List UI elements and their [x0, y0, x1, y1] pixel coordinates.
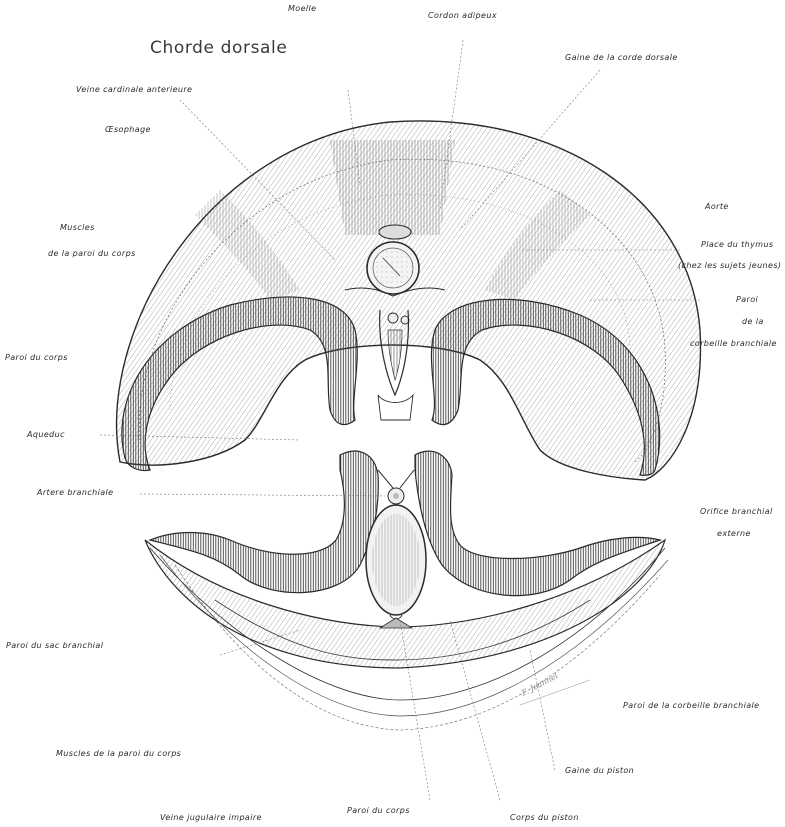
label-paroi-corbeille-3: corbeille branchiale	[690, 340, 777, 348]
label-paroi-corbeille-bottom: Paroi de la corbeille branchiale	[623, 702, 759, 710]
spinal-cord	[379, 225, 411, 239]
label-place-thymus: Place du thymus	[701, 241, 773, 249]
label-aqueduc: Aqueduc	[27, 431, 65, 439]
label-sujets-jeunes: (chez les sujets jeunes)	[678, 262, 781, 270]
label-veine-cardinale: Veine cardinale anterieure	[76, 86, 192, 94]
label-cordon-adipeux: Cordon adipeux	[428, 12, 497, 20]
label-gaine-piston: Gaine du piston	[565, 767, 634, 775]
label-aorte: Aorte	[705, 203, 729, 211]
label-paroi-corbeille-2: de la	[742, 318, 764, 326]
label-chorde-dorsale: Chorde dorsale	[150, 40, 287, 57]
dorsal-body-section	[117, 121, 701, 480]
label-moelle: Moelle	[288, 5, 317, 13]
label-paroi-corps-left: Paroi du corps	[5, 354, 68, 362]
label-veine-jugulaire: Veine jugulaire impaire	[160, 814, 262, 822]
label-oesophage: Œsophage	[105, 126, 151, 134]
label-orifice-2: externe	[717, 530, 751, 538]
label-muscles-2: de la paroi du corps	[48, 250, 136, 258]
label-artere-branchiale: Artere branchiale	[37, 489, 113, 497]
label-paroi-sac: Paroi du sac branchial	[6, 642, 103, 650]
label-muscles-1: Muscles	[60, 224, 95, 232]
label-paroi-corbeille-1: Paroi	[736, 296, 758, 304]
label-corps-piston: Corps du piston	[510, 814, 579, 822]
vertical-fiber-band	[330, 140, 455, 235]
label-muscles-bottom: Muscles de la paroi du corps	[56, 750, 181, 758]
label-orifice-1: Orifice branchial	[700, 508, 773, 516]
label-gaine-corde: Gaine de la corde dorsale	[565, 54, 678, 62]
label-paroi-corps-bottom: Paroi du corps	[347, 807, 410, 815]
